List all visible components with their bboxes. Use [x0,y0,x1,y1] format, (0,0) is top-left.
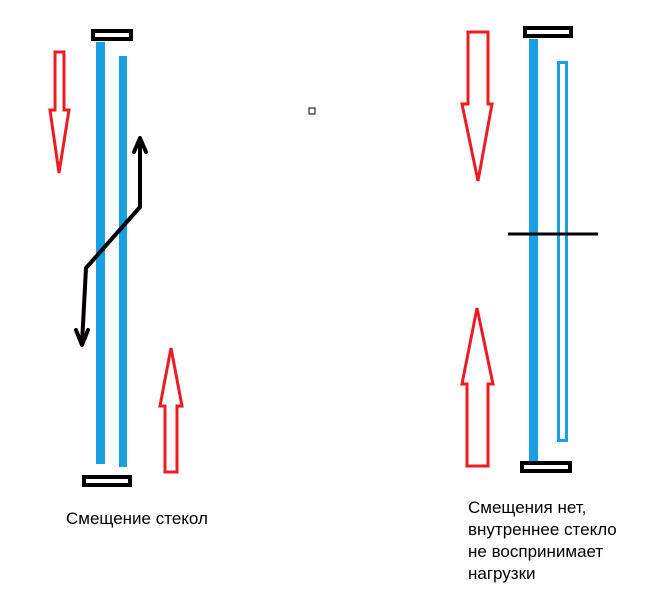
caption-line: Смещения нет, [468,498,587,517]
load-arrow-up [460,307,495,468]
caption-no-displacement: Смещения нет, внутреннее стекло не воспр… [468,497,663,585]
left-panel [48,29,184,487]
caption-line: внутреннее стекло [468,520,617,539]
caption-glass-displacement: Смещение стекол [66,509,208,528]
inner-glass-pane [557,61,568,442]
top-clamp [91,29,133,41]
load-arrow-down [48,50,71,174]
bottom-clamp [82,475,132,487]
inner-glass-pane [119,56,127,467]
caption-line: нагрузки [468,564,536,583]
bottom-clamp [520,461,572,473]
load-arrow-up [158,347,184,474]
displacement-arrow-head-bottom [74,328,90,347]
outer-glass-pane [529,39,538,461]
caption-line: не воспринимает [468,542,604,561]
displacement-arrow [80,138,142,345]
load-arrow-down [460,30,494,182]
top-clamp [523,26,573,38]
stray-marker [308,107,316,115]
right-panel [460,26,598,473]
displacement-arrow-head-top [132,136,148,154]
